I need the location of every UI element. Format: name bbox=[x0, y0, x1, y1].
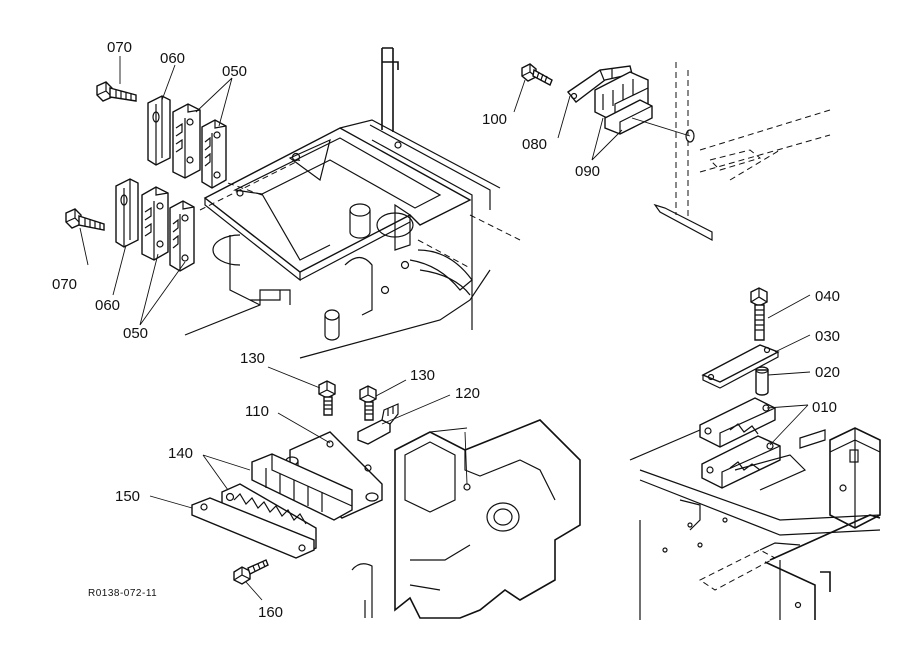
label-050-upper: 050 bbox=[222, 63, 247, 80]
label-120: 120 bbox=[455, 385, 480, 402]
bolt-070-upper bbox=[96, 81, 137, 102]
label-020: 020 bbox=[815, 364, 840, 381]
label-070-upper: 070 bbox=[107, 39, 132, 56]
bolt-100 bbox=[521, 63, 553, 86]
label-070-lower: 070 bbox=[52, 276, 77, 293]
frame-assembly-top bbox=[184, 47, 521, 359]
spacer-020 bbox=[755, 366, 769, 396]
plate-060-upper bbox=[147, 95, 171, 166]
bolt-070-lower bbox=[65, 208, 105, 231]
clamp-group-upper-left bbox=[96, 81, 227, 189]
label-110: 110 bbox=[245, 403, 269, 420]
strip-parts-lower-center bbox=[191, 380, 581, 619]
label-060-lower: 060 bbox=[95, 297, 120, 314]
label-050-lower: 050 bbox=[123, 325, 148, 342]
clamp-010 bbox=[699, 397, 781, 489]
label-060-upper: 060 bbox=[160, 50, 185, 67]
housing-block bbox=[351, 419, 581, 619]
label-160: 160 bbox=[258, 604, 283, 621]
bolt-040 bbox=[750, 287, 768, 341]
plate-030 bbox=[701, 344, 780, 389]
reference-code: R0138-072-11 bbox=[88, 588, 157, 599]
label-150: 150 bbox=[115, 488, 140, 505]
label-140: 140 bbox=[168, 445, 193, 462]
clamp-050-lower bbox=[141, 186, 195, 272]
label-100: 100 bbox=[482, 111, 507, 128]
label-010: 010 bbox=[812, 399, 837, 416]
bolt-160 bbox=[233, 559, 269, 585]
clamp-090 bbox=[594, 71, 653, 135]
label-130-right: 130 bbox=[410, 367, 435, 384]
label-040: 040 bbox=[815, 288, 840, 305]
plate-150 bbox=[191, 497, 315, 559]
label-130-left: 130 bbox=[240, 350, 265, 367]
label-030: 030 bbox=[815, 328, 840, 345]
clamp-group-right bbox=[629, 287, 881, 620]
bolt-130-left bbox=[318, 380, 336, 416]
label-080: 080 bbox=[522, 136, 547, 153]
plate-060-lower bbox=[115, 178, 139, 248]
clamp-050-upper bbox=[172, 103, 227, 189]
bolt-130-right bbox=[359, 385, 377, 421]
bracket-120 bbox=[357, 403, 399, 445]
leader-lines bbox=[79, 56, 811, 601]
part-labels: 070 060 050 070 060 050 100 080 090 040 … bbox=[52, 39, 840, 621]
clamp-group-lower-left bbox=[65, 178, 195, 272]
clamp-group-top-right bbox=[521, 62, 831, 242]
label-090: 090 bbox=[575, 163, 600, 180]
